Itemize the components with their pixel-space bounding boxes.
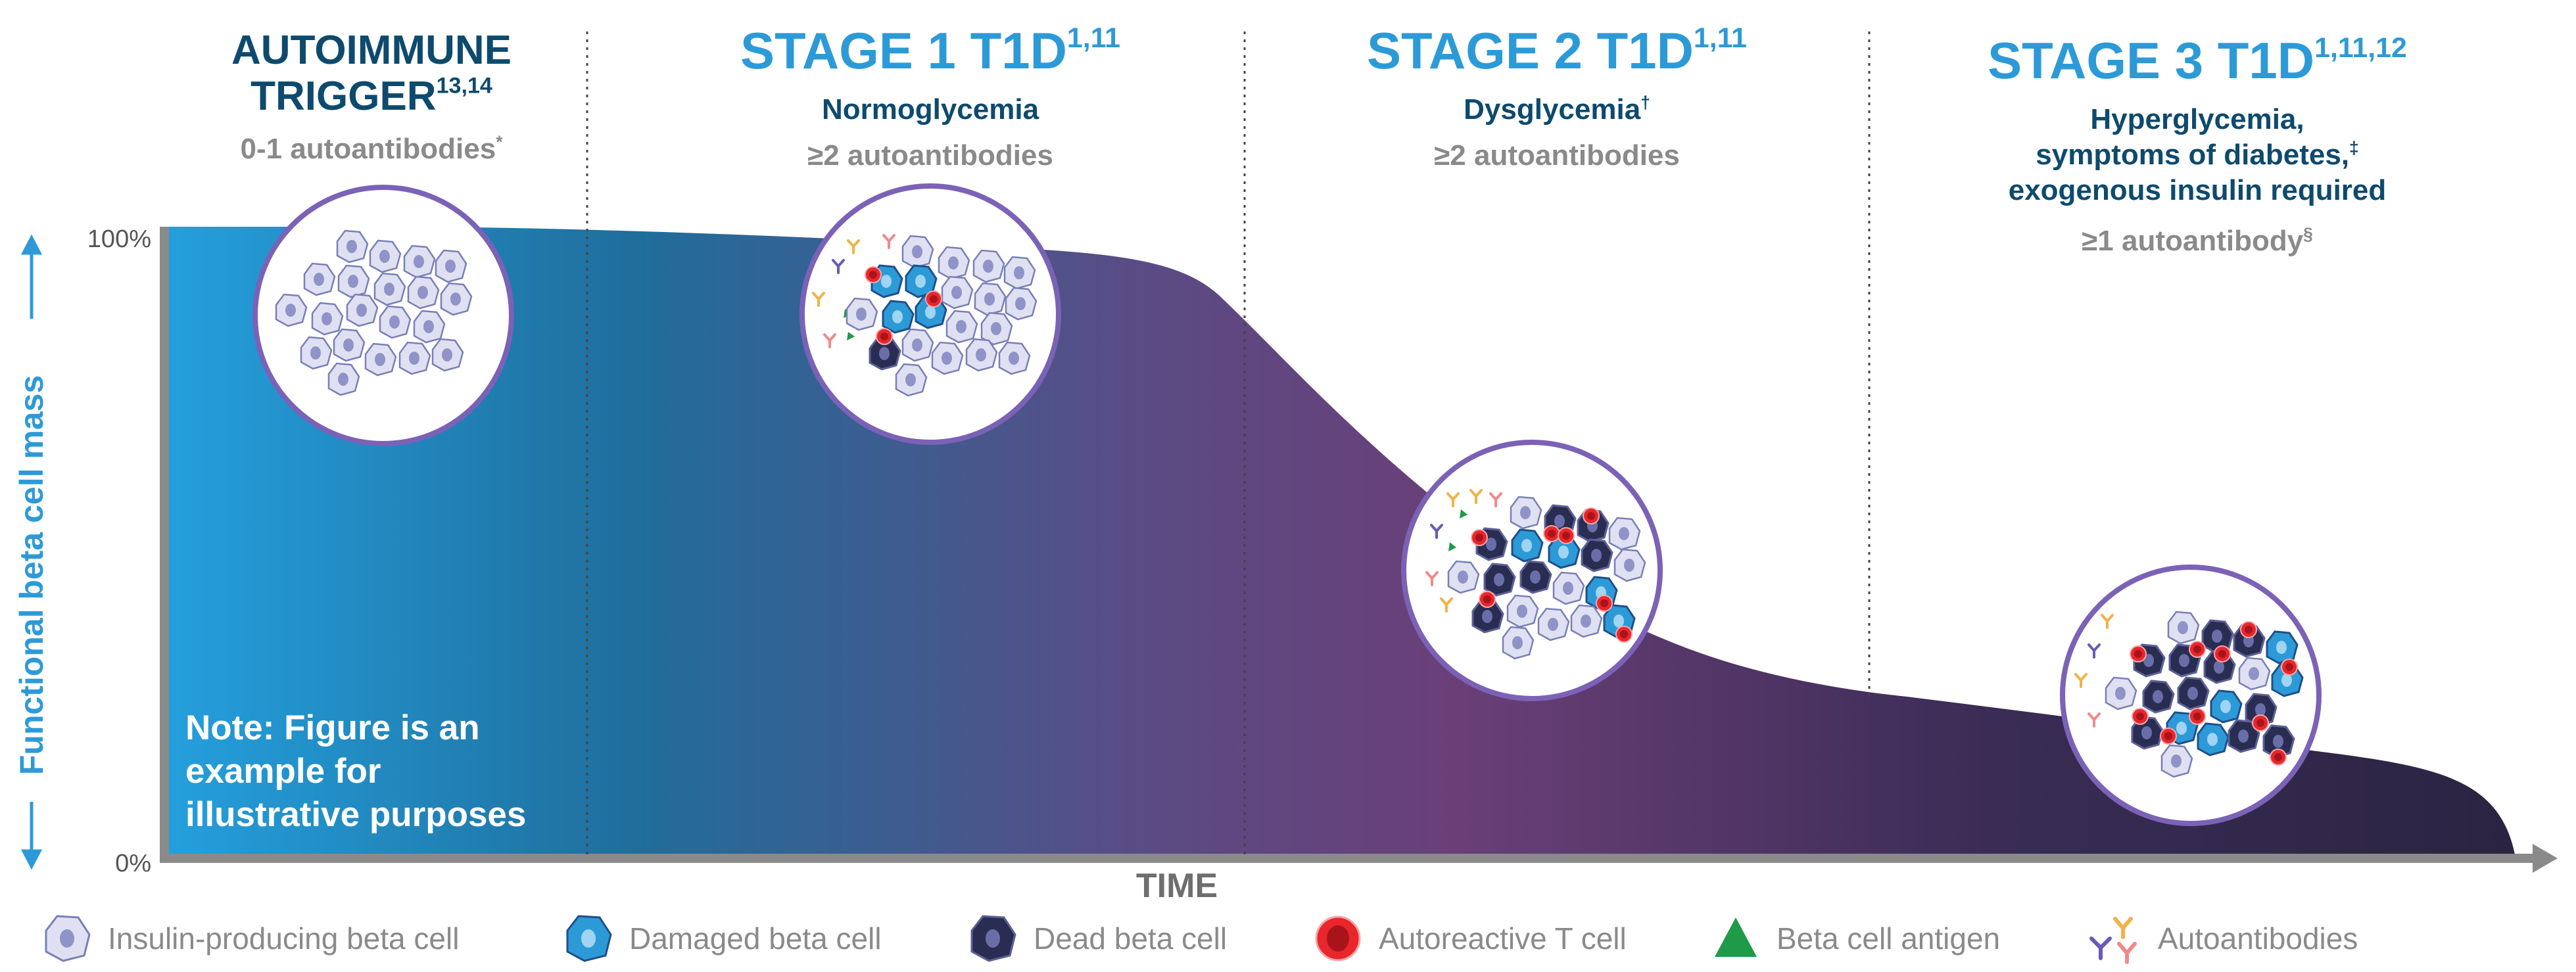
- x-axis-arrowhead: [2533, 844, 2558, 873]
- trigger-title-line1: AUTOIMMUNE: [231, 28, 512, 73]
- healthy-beta-cell-icon: [45, 915, 91, 962]
- stage1-glycemia: Normoglycemia: [821, 93, 1039, 126]
- stage-title-stage2: STAGE 2 T1D1,11: [1366, 22, 1748, 80]
- y-tick-0: 0%: [115, 850, 151, 877]
- stage1-autoantibodies: ≥2 autoantibodies: [807, 139, 1053, 172]
- cell-cluster-stage3: [2060, 565, 2322, 826]
- stage-title-trigger: AUTOIMMUNE TRIGGER13,14: [231, 28, 512, 120]
- illustrative-note: Note: Figure is an example for illustrat…: [185, 708, 527, 834]
- damaged-beta-cell-icon: [566, 915, 612, 962]
- y-tick-100: 100%: [87, 225, 151, 253]
- legend-item-dead: Dead beta cell: [966, 912, 1227, 965]
- beta-cell-mass-area: [161, 227, 2515, 854]
- stage-title-stage1: STAGE 1 T1D1,11: [740, 22, 1121, 80]
- stage2-autoantibodies: ≥2 autoantibodies: [1434, 139, 1680, 172]
- cell-cluster-trigger: [252, 185, 514, 446]
- dead-beta-cell-icon: [970, 915, 1016, 962]
- y-axis-label: Functional beta cell mass: [13, 375, 50, 775]
- stage2-glycemia: Dysglycemia†: [1464, 93, 1650, 126]
- stage3-title-ref: 1,11,12: [2314, 32, 2407, 64]
- x-axis-label: TIME: [1135, 867, 1218, 905]
- stage3-autoantibodies: ≥1 autoantibody§: [2082, 224, 2313, 257]
- autoantibody-icon: [2089, 917, 2137, 964]
- stage2-title-ref: 1,11: [1693, 22, 1748, 54]
- antigen-icon: [1715, 917, 1757, 957]
- legend-item-tcell: Autoreactive T cell: [1312, 912, 1627, 965]
- legend-item-healthy: Insulin-producing beta cell: [41, 912, 459, 965]
- y-axis-arrows: [20, 234, 43, 870]
- legend-item-damaged: Damaged beta cell: [562, 912, 882, 965]
- stage3-description: Hyperglycemia, symptoms of diabetes,‡ ex…: [2008, 103, 2387, 206]
- stage-dividers: [586, 32, 1871, 858]
- trigger-autoantibodies: 0-1 autoantibodies*: [240, 132, 503, 165]
- trigger-title-ref: 13,14: [436, 73, 492, 99]
- trigger-title-line2: TRIGGER: [250, 74, 437, 119]
- legend-item-autoantibodies: Autoantibodies: [2084, 912, 2358, 965]
- legend-item-antigen: Beta cell antigen: [1709, 912, 2000, 965]
- stage1-title-ref: 1,11: [1066, 22, 1121, 54]
- stage-title-stage3: STAGE 3 T1D1,11,12: [1988, 32, 2407, 89]
- cell-cluster-stage2: [1401, 440, 1663, 701]
- cell-cluster-stage1: [799, 183, 1061, 445]
- t-cell-icon: [1315, 915, 1361, 961]
